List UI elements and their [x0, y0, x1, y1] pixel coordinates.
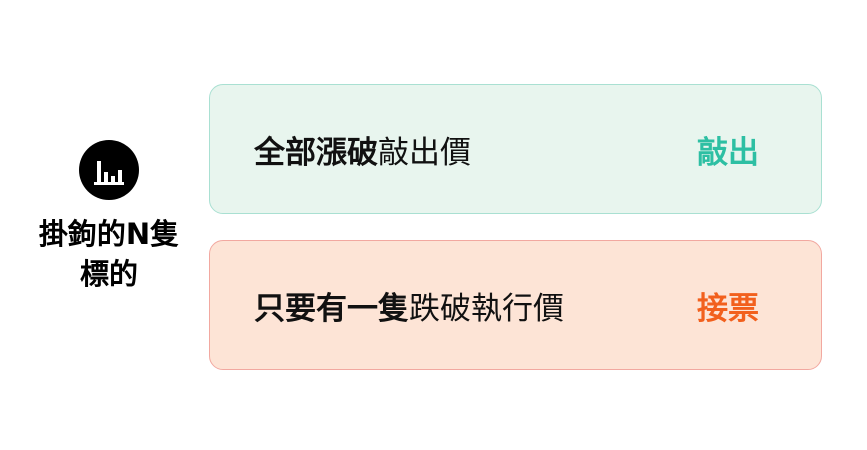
title-line-1: 掛鉤的N隻: [38, 217, 180, 251]
knock-out-result: 敲出: [697, 134, 759, 171]
knock-out-condition-normal: 敲出價: [378, 134, 471, 171]
knock-out-condition-bold: 全部漲破: [254, 134, 378, 171]
title-line-2: 標的: [79, 257, 138, 291]
knock-out-card: 全部漲破敲出價 敲出: [209, 84, 822, 214]
receive-shares-condition: 只要有一隻跌破執行價: [254, 283, 564, 328]
receive-shares-result: 接票: [697, 290, 759, 327]
receive-shares-card: 只要有一隻跌破執行價 接票: [209, 240, 822, 370]
underlying-assets-title: 掛鉤的N隻 標的: [39, 214, 179, 294]
receive-shares-condition-bold: 只要有一隻: [254, 290, 409, 327]
knock-out-condition: 全部漲破敲出價: [254, 127, 471, 172]
bar-chart-icon: [79, 140, 139, 200]
receive-shares-condition-normal: 跌破執行價: [409, 290, 564, 327]
underlying-assets-block: 掛鉤的N隻 標的: [20, 140, 198, 294]
